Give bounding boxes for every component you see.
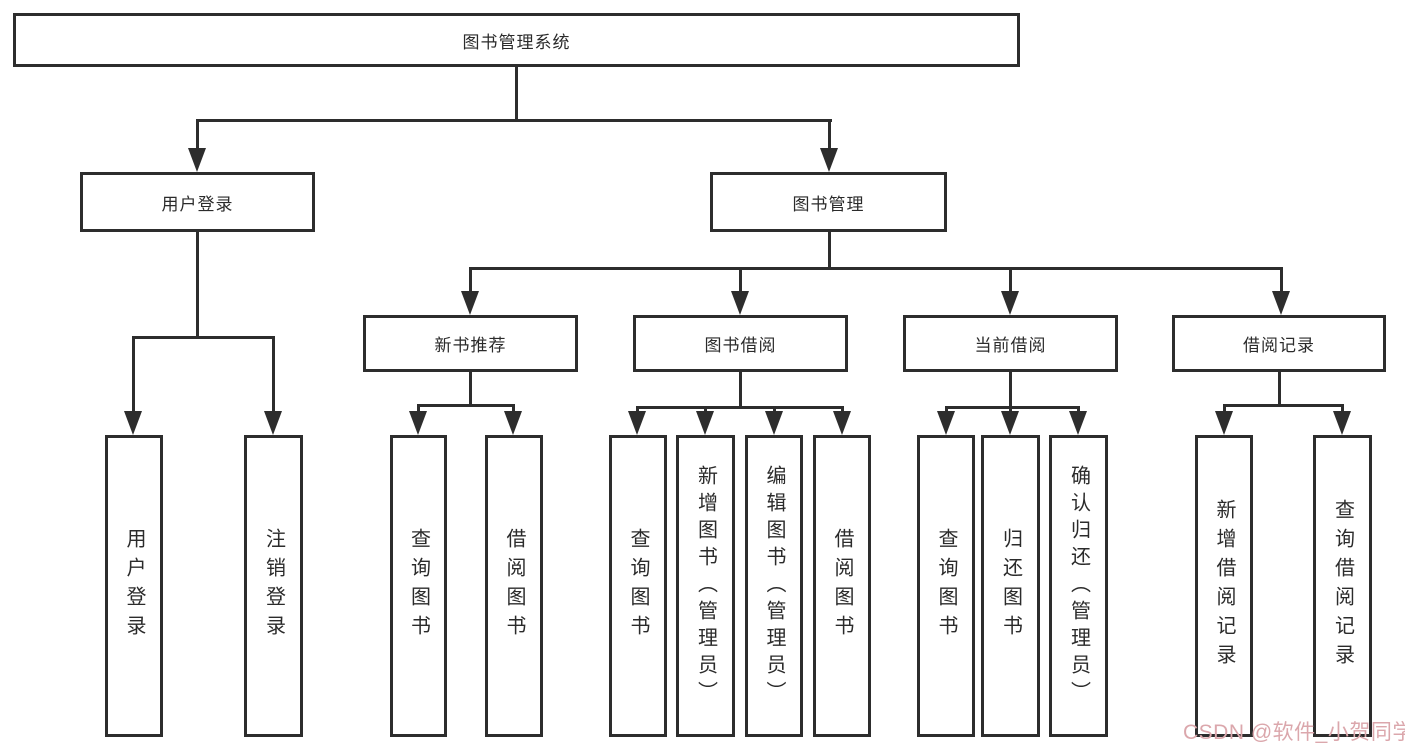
- arrow-shaft: [417, 404, 420, 414]
- arrow-down-icon: [628, 411, 646, 435]
- node-query-books-current-label: 查询图书: [935, 528, 957, 644]
- node-borrow-books-recommend: 借阅图书: [485, 435, 543, 737]
- connector-hline: [945, 406, 1080, 409]
- arrow-down-icon: [124, 411, 142, 435]
- arrow-shaft: [739, 267, 742, 293]
- arrow-down-icon: [1001, 411, 1019, 435]
- connector-vline: [1278, 372, 1281, 407]
- arrow-shaft: [1223, 404, 1226, 414]
- node-user-login-leaf-label: 用户登录: [123, 528, 145, 644]
- connector-hline: [1223, 404, 1344, 407]
- arrow-shaft: [704, 406, 707, 414]
- connector-vline: [515, 67, 518, 122]
- arrow-down-icon: [504, 411, 522, 435]
- arrow-shaft: [636, 406, 639, 414]
- arrow-down-icon: [820, 148, 838, 172]
- node-borrow-books-borrowing-label: 借阅图书: [831, 528, 853, 644]
- node-edit-books-admin-label: 编辑图书（管理员）: [763, 464, 785, 708]
- node-query-borrow-record: 查询借阅记录: [1313, 435, 1372, 737]
- arrow-shaft: [512, 404, 515, 414]
- node-borrow-records-label: 借阅记录: [1243, 336, 1315, 355]
- arrow-down-icon: [1272, 291, 1290, 315]
- node-return-books: 归还图书: [981, 435, 1040, 737]
- arrow-down-icon: [264, 411, 282, 435]
- arrow-shaft: [1009, 406, 1012, 414]
- node-user-login-label: 用户登录: [161, 194, 234, 214]
- node-query-books-borrowing-label: 查询图书: [627, 528, 649, 644]
- connector-hline: [469, 267, 1282, 270]
- node-book-management-label: 图书管理: [792, 194, 865, 214]
- node-book-borrowing: 图书借阅: [633, 315, 848, 372]
- node-book-management: 图书管理: [710, 172, 947, 232]
- connector-hline: [417, 404, 514, 407]
- node-add-books-admin-label: 新增图书（管理员）: [694, 464, 717, 708]
- arrow-shaft: [1077, 406, 1080, 414]
- arrow-shaft: [945, 406, 948, 414]
- node-root: 图书管理系统: [13, 13, 1020, 67]
- arrow-down-icon: [1001, 291, 1019, 315]
- connector-vline: [469, 372, 472, 407]
- node-query-books-recommend: 查询图书: [390, 435, 447, 737]
- arrow-down-icon: [1333, 411, 1351, 435]
- arrow-down-icon: [731, 291, 749, 315]
- node-edit-books-admin: 编辑图书（管理员）: [745, 435, 803, 737]
- node-borrow-records: 借阅记录: [1172, 315, 1386, 372]
- node-add-books-admin: 新增图书（管理员）: [676, 435, 735, 737]
- node-query-books-borrowing: 查询图书: [609, 435, 667, 737]
- csdn-watermark: CSDN @软件_小贺同学: [1183, 721, 1405, 744]
- arrow-down-icon: [696, 411, 714, 435]
- arrow-down-icon: [937, 411, 955, 435]
- arrow-shaft: [469, 267, 472, 293]
- node-logout-leaf: 注销登录: [244, 435, 303, 737]
- node-current-borrowing-label: 当前借阅: [974, 336, 1047, 355]
- node-confirm-return-admin-label: 确认归还（管理员）: [1067, 464, 1090, 708]
- arrow-shaft: [841, 406, 844, 414]
- node-new-book-recommend: 新书推荐: [363, 315, 578, 372]
- node-user-login: 用户登录: [80, 172, 315, 232]
- node-new-book-recommend-label: 新书推荐: [434, 336, 507, 355]
- node-root-label: 图书管理系统: [462, 32, 571, 52]
- connector-vline: [739, 372, 742, 409]
- node-query-borrow-record-label: 查询借阅记录: [1331, 499, 1354, 673]
- node-logout-leaf-label: 注销登录: [262, 528, 285, 644]
- arrow-shaft: [1009, 267, 1012, 293]
- node-add-borrow-record-label: 新增借阅记录: [1213, 499, 1235, 673]
- arrow-down-icon: [188, 148, 206, 172]
- connector-vline: [196, 232, 199, 339]
- node-borrow-books-recommend-label: 借阅图书: [503, 528, 525, 644]
- arrow-down-icon: [765, 411, 783, 435]
- connector-hline: [196, 119, 832, 122]
- connector-vline: [828, 232, 831, 270]
- node-borrow-books-borrowing: 借阅图书: [813, 435, 871, 737]
- node-query-books-current: 查询图书: [917, 435, 975, 737]
- arrow-down-icon: [461, 291, 479, 315]
- node-user-login-leaf: 用户登录: [105, 435, 163, 737]
- arrow-down-icon: [409, 411, 427, 435]
- arrow-shaft: [1280, 267, 1283, 293]
- arrow-shaft: [196, 119, 199, 149]
- node-add-borrow-record: 新增借阅记录: [1195, 435, 1253, 737]
- arrow-shaft: [132, 336, 135, 412]
- connector-hline: [636, 406, 843, 409]
- node-confirm-return-admin: 确认归还（管理员）: [1049, 435, 1108, 737]
- arrow-shaft: [272, 336, 275, 412]
- arrow-shaft: [828, 119, 831, 149]
- arrow-down-icon: [1069, 411, 1087, 435]
- arrow-shaft: [773, 406, 776, 414]
- node-return-books-label: 归还图书: [999, 528, 1022, 644]
- node-current-borrowing: 当前借阅: [903, 315, 1118, 372]
- arrow-down-icon: [1215, 411, 1233, 435]
- connector-hline: [132, 336, 275, 339]
- node-query-books-recommend-label: 查询图书: [407, 528, 430, 644]
- connector-vline: [1009, 372, 1012, 409]
- arrow-down-icon: [833, 411, 851, 435]
- node-book-borrowing-label: 图书借阅: [704, 336, 777, 355]
- arrow-shaft: [1341, 404, 1344, 414]
